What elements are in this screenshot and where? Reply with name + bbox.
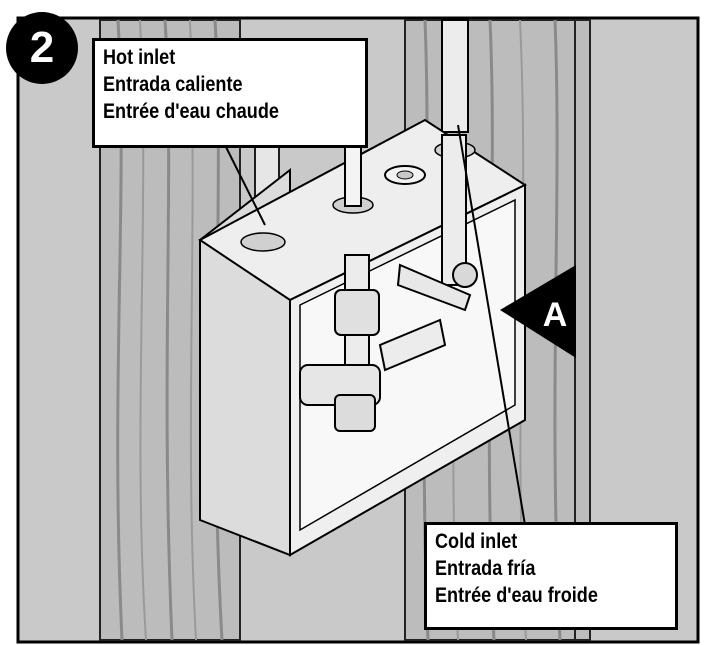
cold-water-pipe (441, 19, 469, 133)
cold-inlet-leader-line (457, 124, 526, 526)
hot-inlet-callout: Hot inlet Entrada caliente Entrée d'eau … (92, 38, 368, 148)
mixing-valve-assembly (299, 134, 478, 432)
cold-inlet-label-en: Cold inlet (435, 530, 518, 553)
hot-inlet-label-es: Entrada caliente (103, 73, 243, 96)
marker-a-label: A (542, 296, 568, 334)
marker-a-pointer (500, 265, 576, 358)
step-number-badge: 2 (6, 12, 78, 84)
cold-inlet-label-fr: Entrée d'eau froide (435, 584, 598, 607)
hot-inlet-label-en: Hot inlet (103, 46, 176, 69)
hot-inlet-label-fr: Entrée d'eau chaude (103, 100, 279, 123)
cold-inlet-callout: Cold inlet Entrada fría Entrée d'eau fro… (424, 522, 678, 630)
cold-inlet-label-es: Entrada fría (435, 557, 536, 580)
hot-inlet-leader-line (224, 144, 266, 226)
